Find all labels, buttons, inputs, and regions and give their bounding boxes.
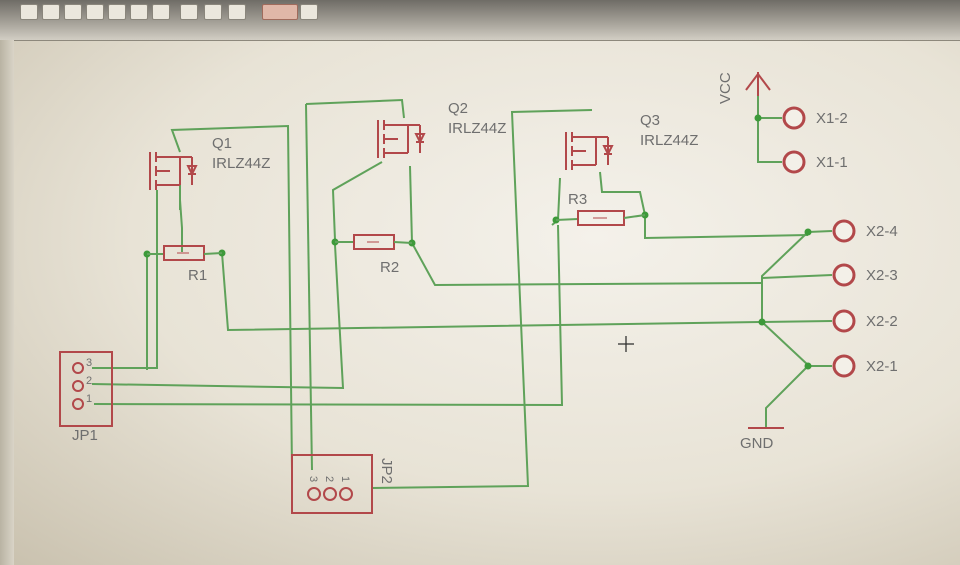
tool-icon[interactable]	[108, 4, 126, 20]
tool-icon[interactable]	[152, 4, 170, 20]
connector-jp1[interactable]	[59, 351, 113, 427]
jp1-pin-label: 3	[86, 357, 92, 369]
jp2-ref-label: JP2	[378, 458, 395, 484]
terminal-label-x2-4: X2-4	[866, 223, 898, 240]
left-panel-edge	[0, 40, 14, 565]
q3-value-label: IRLZ44Z	[640, 132, 698, 149]
jp1-pin-label: 2	[86, 375, 92, 387]
vcc-label: VCC	[717, 72, 734, 104]
terminal-label-x2-1: X2-1	[866, 358, 898, 375]
wire	[305, 103, 313, 471]
wire	[599, 171, 646, 216]
junction	[804, 362, 812, 370]
tool-icon[interactable]	[300, 4, 318, 20]
tool-icon[interactable]	[262, 4, 298, 20]
resistor-r2[interactable]	[335, 234, 413, 250]
q1-ref-label: Q1	[212, 135, 232, 152]
jp2-pin-label: 1	[339, 476, 351, 482]
wire	[331, 161, 383, 241]
q1-value-label: IRLZ44Z	[212, 155, 270, 172]
tool-icon[interactable]	[180, 4, 198, 20]
jp1-pin-label: 1	[86, 393, 92, 405]
terminal-pad-x2-4[interactable]	[832, 219, 856, 243]
junction	[758, 318, 766, 326]
terminal-label-x1-2: X1-2	[816, 110, 848, 127]
wire	[179, 199, 183, 252]
tool-icon[interactable]	[228, 4, 246, 20]
tool-icon[interactable]	[86, 4, 104, 20]
wire	[807, 230, 833, 233]
wire	[644, 215, 809, 240]
terminal-pad-x2-2[interactable]	[832, 309, 856, 333]
terminal-pad-x2-1[interactable]	[832, 354, 856, 378]
terminal-pad-x2-3[interactable]	[832, 263, 856, 287]
wire	[93, 224, 564, 407]
crosshair-cursor-icon	[618, 336, 634, 352]
connector-jp2[interactable]	[291, 454, 373, 514]
wire	[409, 165, 413, 244]
junction	[804, 228, 812, 236]
tool-icon[interactable]	[204, 4, 222, 20]
resistor-r1[interactable]	[147, 245, 223, 261]
mosfet-q3[interactable]	[565, 132, 614, 170]
r2-ref-label: R2	[380, 259, 399, 276]
wire	[757, 96, 782, 163]
wire	[305, 98, 405, 119]
wire	[221, 252, 761, 332]
jp2-pin-label: 2	[323, 476, 335, 482]
jp2-pin-label: 3	[307, 476, 319, 482]
mosfet-q1[interactable]	[149, 152, 198, 190]
mosfet-q2[interactable]	[377, 120, 426, 158]
terminal-label-x2-2: X2-2	[866, 313, 898, 330]
terminal-pad-x1-2[interactable]	[782, 106, 806, 130]
q3-ref-label: Q3	[640, 112, 660, 129]
terminal-pad-x1-1[interactable]	[782, 150, 806, 174]
r1-ref-label: R1	[188, 267, 207, 284]
tool-icon[interactable]	[130, 4, 148, 20]
wire	[91, 244, 345, 390]
tool-icon[interactable]	[20, 4, 38, 20]
junction	[754, 114, 762, 122]
terminal-label-x1-1: X1-1	[816, 154, 848, 171]
tool-icon[interactable]	[64, 4, 82, 20]
q2-value-label: IRLZ44Z	[448, 120, 506, 137]
wire	[170, 124, 293, 471]
q2-ref-label: Q2	[448, 100, 468, 117]
toolbar	[0, 0, 960, 41]
terminal-label-x2-3: X2-3	[866, 267, 898, 284]
wire	[761, 274, 833, 279]
r3-ref-label: R3	[568, 191, 587, 208]
wire	[92, 190, 158, 369]
tool-icon[interactable]	[42, 4, 60, 20]
wire	[761, 320, 833, 323]
wire	[761, 231, 809, 366]
resistor-r3[interactable]	[555, 210, 646, 226]
gnd-label: GND	[740, 435, 774, 452]
vcc-symbol	[745, 72, 771, 96]
wire	[411, 242, 763, 287]
jp1-ref-label: JP1	[72, 427, 98, 444]
wire	[765, 365, 809, 428]
wire	[371, 109, 593, 489]
